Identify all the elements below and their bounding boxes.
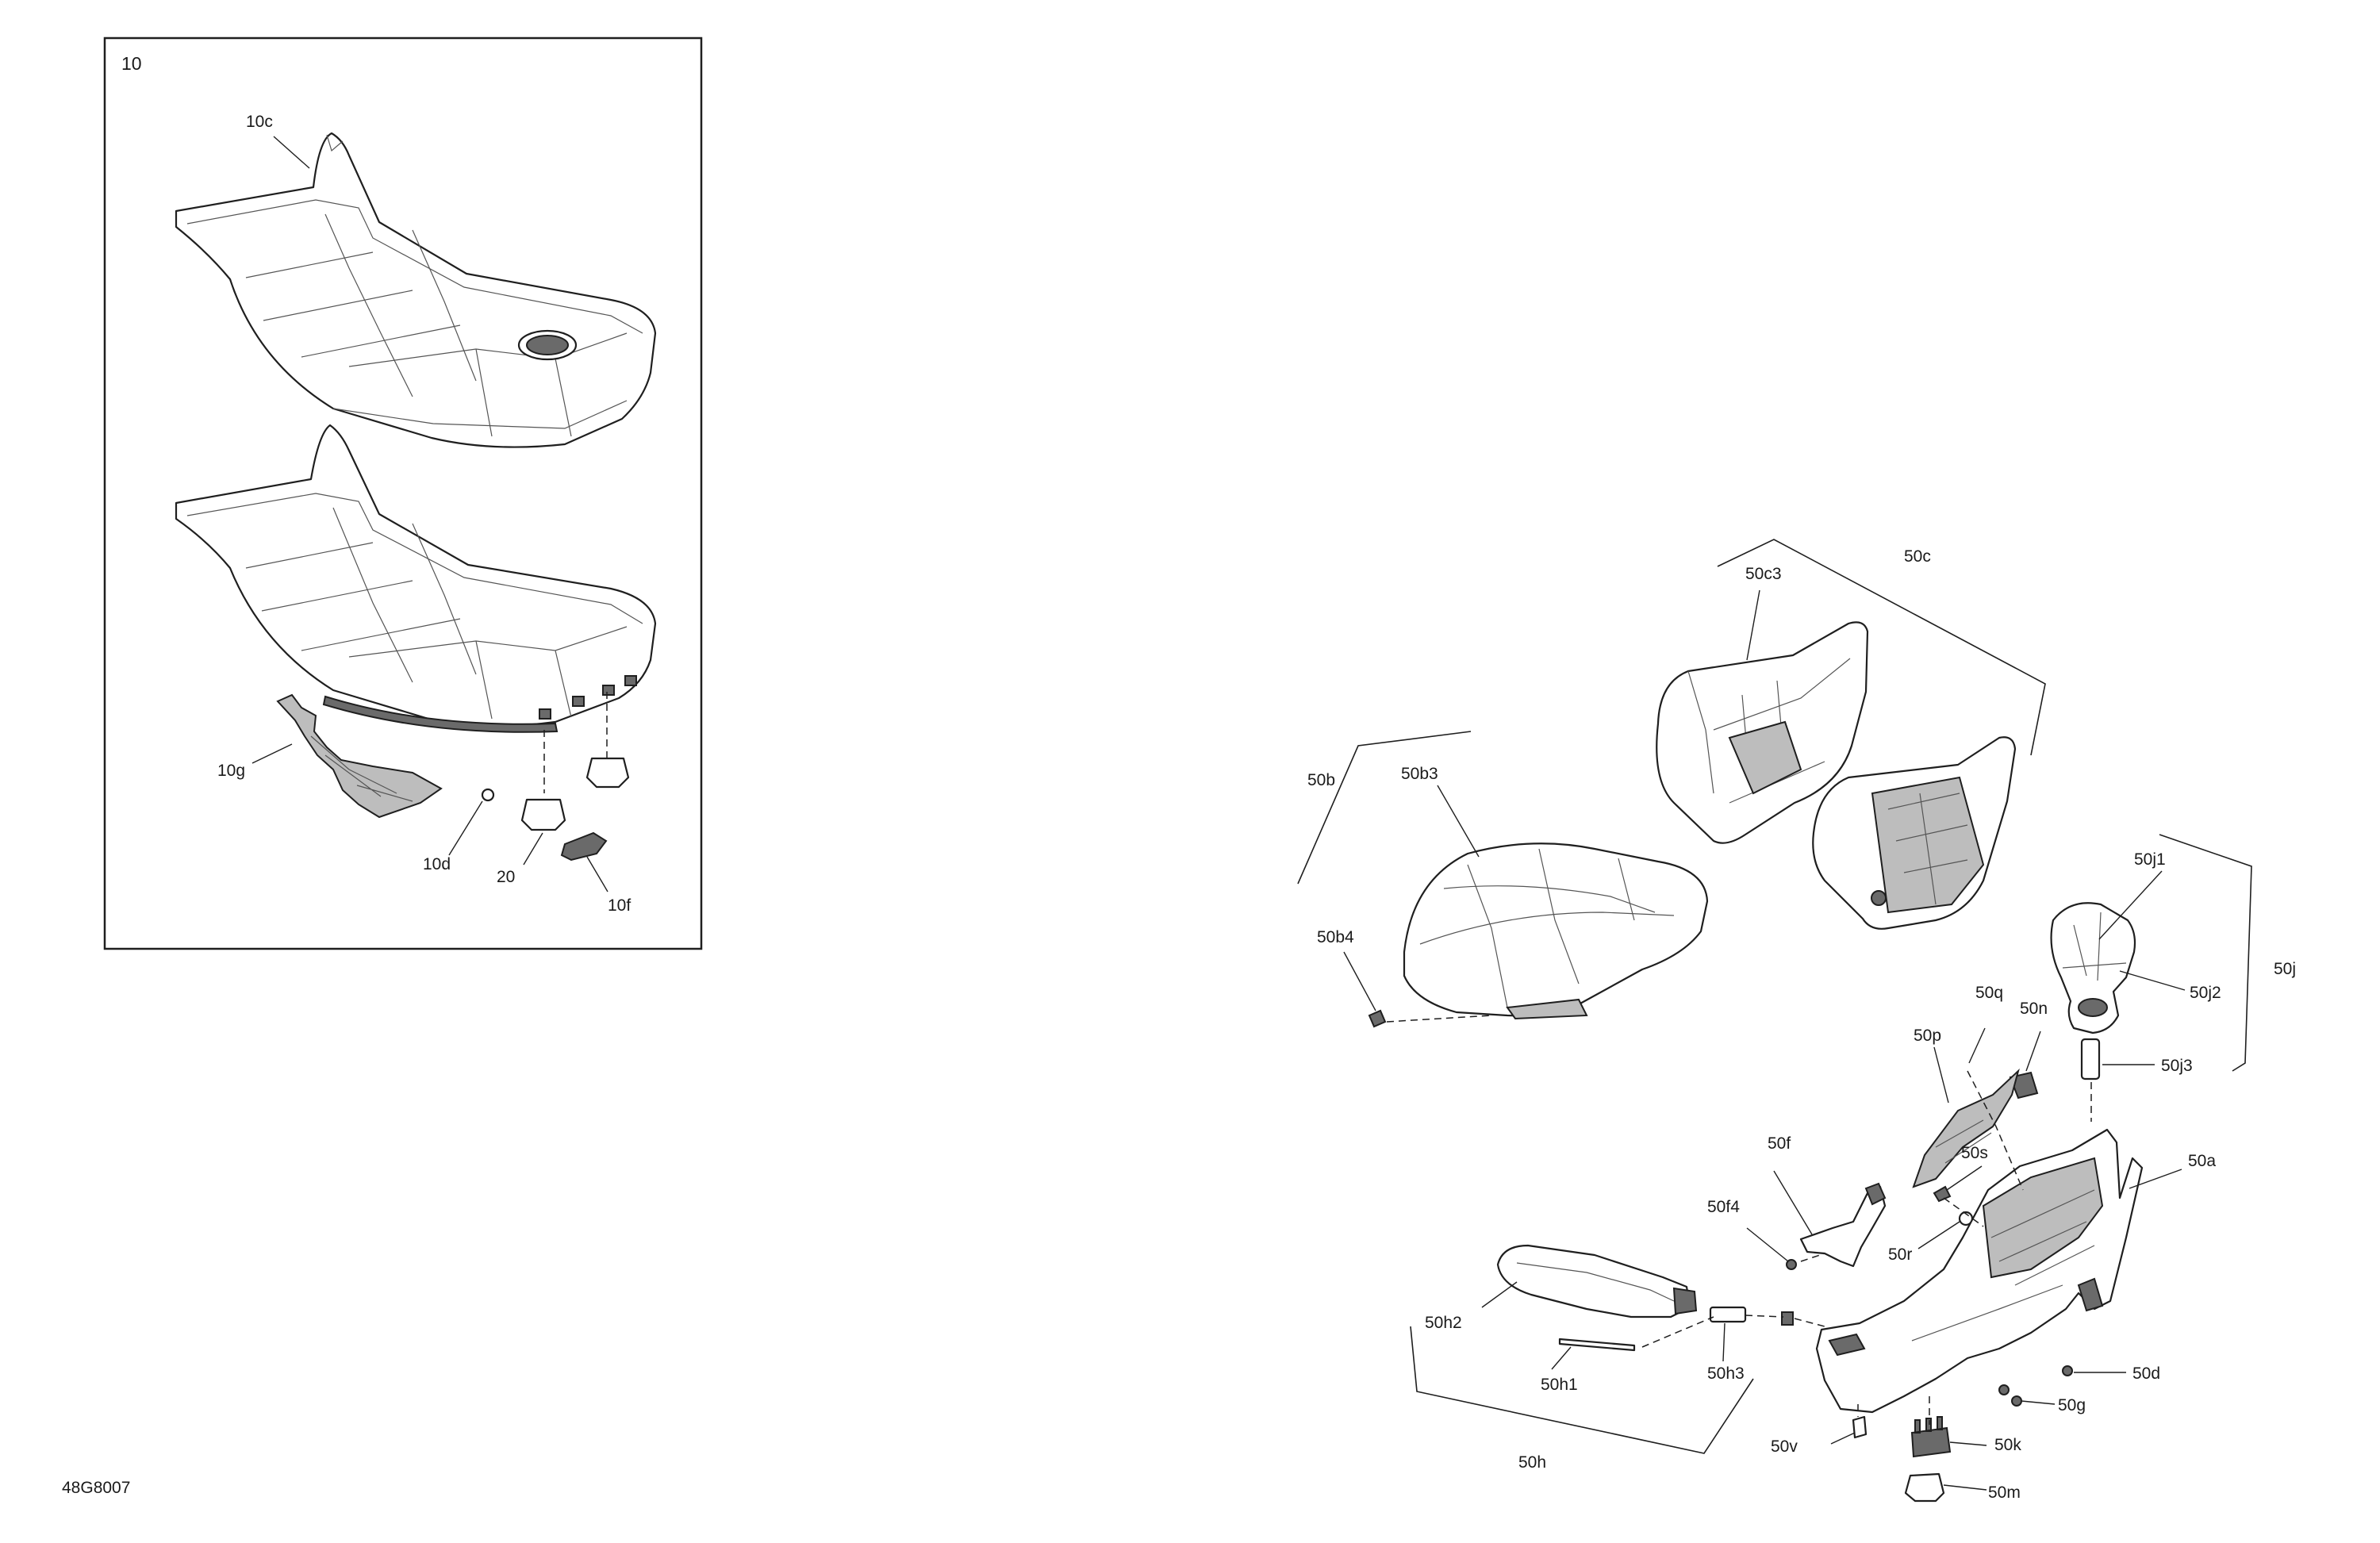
main-exploded-view: 50c 50c3 50b 50b3 50b4 50j 50j1 50j2 50j… bbox=[1297, 539, 2296, 1503]
grommet-drawing bbox=[585, 757, 630, 789]
callout-50c3: 50c3 bbox=[1745, 565, 1782, 583]
callout-50j1: 50j1 bbox=[2134, 850, 2166, 869]
backrest-bracket-drawing bbox=[2050, 902, 2136, 1034]
bushing-50j3-drawing bbox=[2080, 1038, 2101, 1080]
callout-50n: 50n bbox=[2020, 1000, 2048, 1018]
callout-50a: 50a bbox=[2188, 1152, 2216, 1170]
callout-50h2: 50h2 bbox=[1425, 1314, 1462, 1332]
screw-50g-drawing bbox=[1998, 1384, 2010, 1395]
callout-50p: 50p bbox=[1914, 1027, 1941, 1045]
callout-10c: 10c bbox=[246, 113, 273, 131]
callout-10d: 10d bbox=[423, 855, 451, 873]
bumper-50m-drawing bbox=[1904, 1472, 1945, 1503]
callout-50v: 50v bbox=[1771, 1437, 1798, 1456]
inset-number: 10 bbox=[121, 53, 142, 74]
seat-cushion-drawing bbox=[1403, 843, 1709, 1017]
clip-50b4-drawing bbox=[1368, 1009, 1387, 1028]
callout-50f: 50f bbox=[1768, 1134, 1791, 1153]
callout-50m: 50m bbox=[1988, 1484, 2021, 1502]
seat-assembly-drawing bbox=[175, 424, 657, 733]
seat-cover-drawing bbox=[175, 132, 657, 448]
spacer-50h3-drawing bbox=[1709, 1306, 1747, 1323]
heat-shield-drawing bbox=[276, 693, 443, 819]
callout-50k: 50k bbox=[1994, 1436, 2021, 1454]
callout-50j2: 50j2 bbox=[2190, 984, 2221, 1002]
callout-50h: 50h bbox=[1518, 1453, 1546, 1472]
callout-50j3: 50j3 bbox=[2161, 1057, 2193, 1075]
callout-50j: 50j bbox=[2274, 960, 2296, 978]
callout-50b4: 50b4 bbox=[1317, 928, 1354, 946]
callout-50b3: 50b3 bbox=[1401, 765, 1438, 783]
grommet-20-drawing bbox=[520, 798, 566, 831]
bracket-50b bbox=[1297, 731, 1472, 885]
callout-50s: 50s bbox=[1961, 1144, 1988, 1162]
bracket-50h bbox=[1410, 1326, 1754, 1454]
callout-50f4: 50f4 bbox=[1707, 1198, 1740, 1216]
screw-10d-drawing bbox=[481, 788, 495, 802]
callout-50d: 50d bbox=[2132, 1365, 2160, 1383]
callout-10g: 10g bbox=[217, 762, 245, 780]
bracket-50j bbox=[2159, 834, 2252, 1072]
callout-50b: 50b bbox=[1307, 771, 1335, 789]
latch-50k-drawing bbox=[1910, 1416, 1952, 1458]
clip-10f-drawing bbox=[560, 831, 608, 862]
inset-panel: 10 bbox=[103, 36, 703, 950]
pin-50v-drawing bbox=[1852, 1415, 1868, 1439]
callout-50c: 50c bbox=[1904, 547, 1931, 566]
inset-frame bbox=[103, 36, 703, 950]
grab-handle-drawing bbox=[1496, 1244, 1691, 1318]
callout-50q: 50q bbox=[1975, 984, 2003, 1002]
callout-10f: 10f bbox=[608, 896, 631, 915]
callout-50r: 50r bbox=[1888, 1246, 1912, 1264]
callout-50h3: 50h3 bbox=[1707, 1365, 1745, 1383]
callout-20: 20 bbox=[497, 868, 515, 886]
screw-50f4-drawing bbox=[1786, 1259, 1797, 1270]
hinge-50n-drawing bbox=[2009, 1071, 2039, 1100]
screw-50s-drawing bbox=[1933, 1185, 1952, 1203]
rod-50h1-drawing bbox=[1558, 1338, 1636, 1352]
bracket-50c bbox=[1717, 539, 2046, 756]
side-panel-drawing bbox=[1912, 1068, 2020, 1188]
callout-50h1: 50h1 bbox=[1541, 1376, 1578, 1394]
callout-50g: 50g bbox=[2058, 1396, 2086, 1414]
screw-50d-drawing bbox=[2062, 1365, 2073, 1376]
drawing-number: 48G8007 bbox=[62, 1479, 130, 1497]
